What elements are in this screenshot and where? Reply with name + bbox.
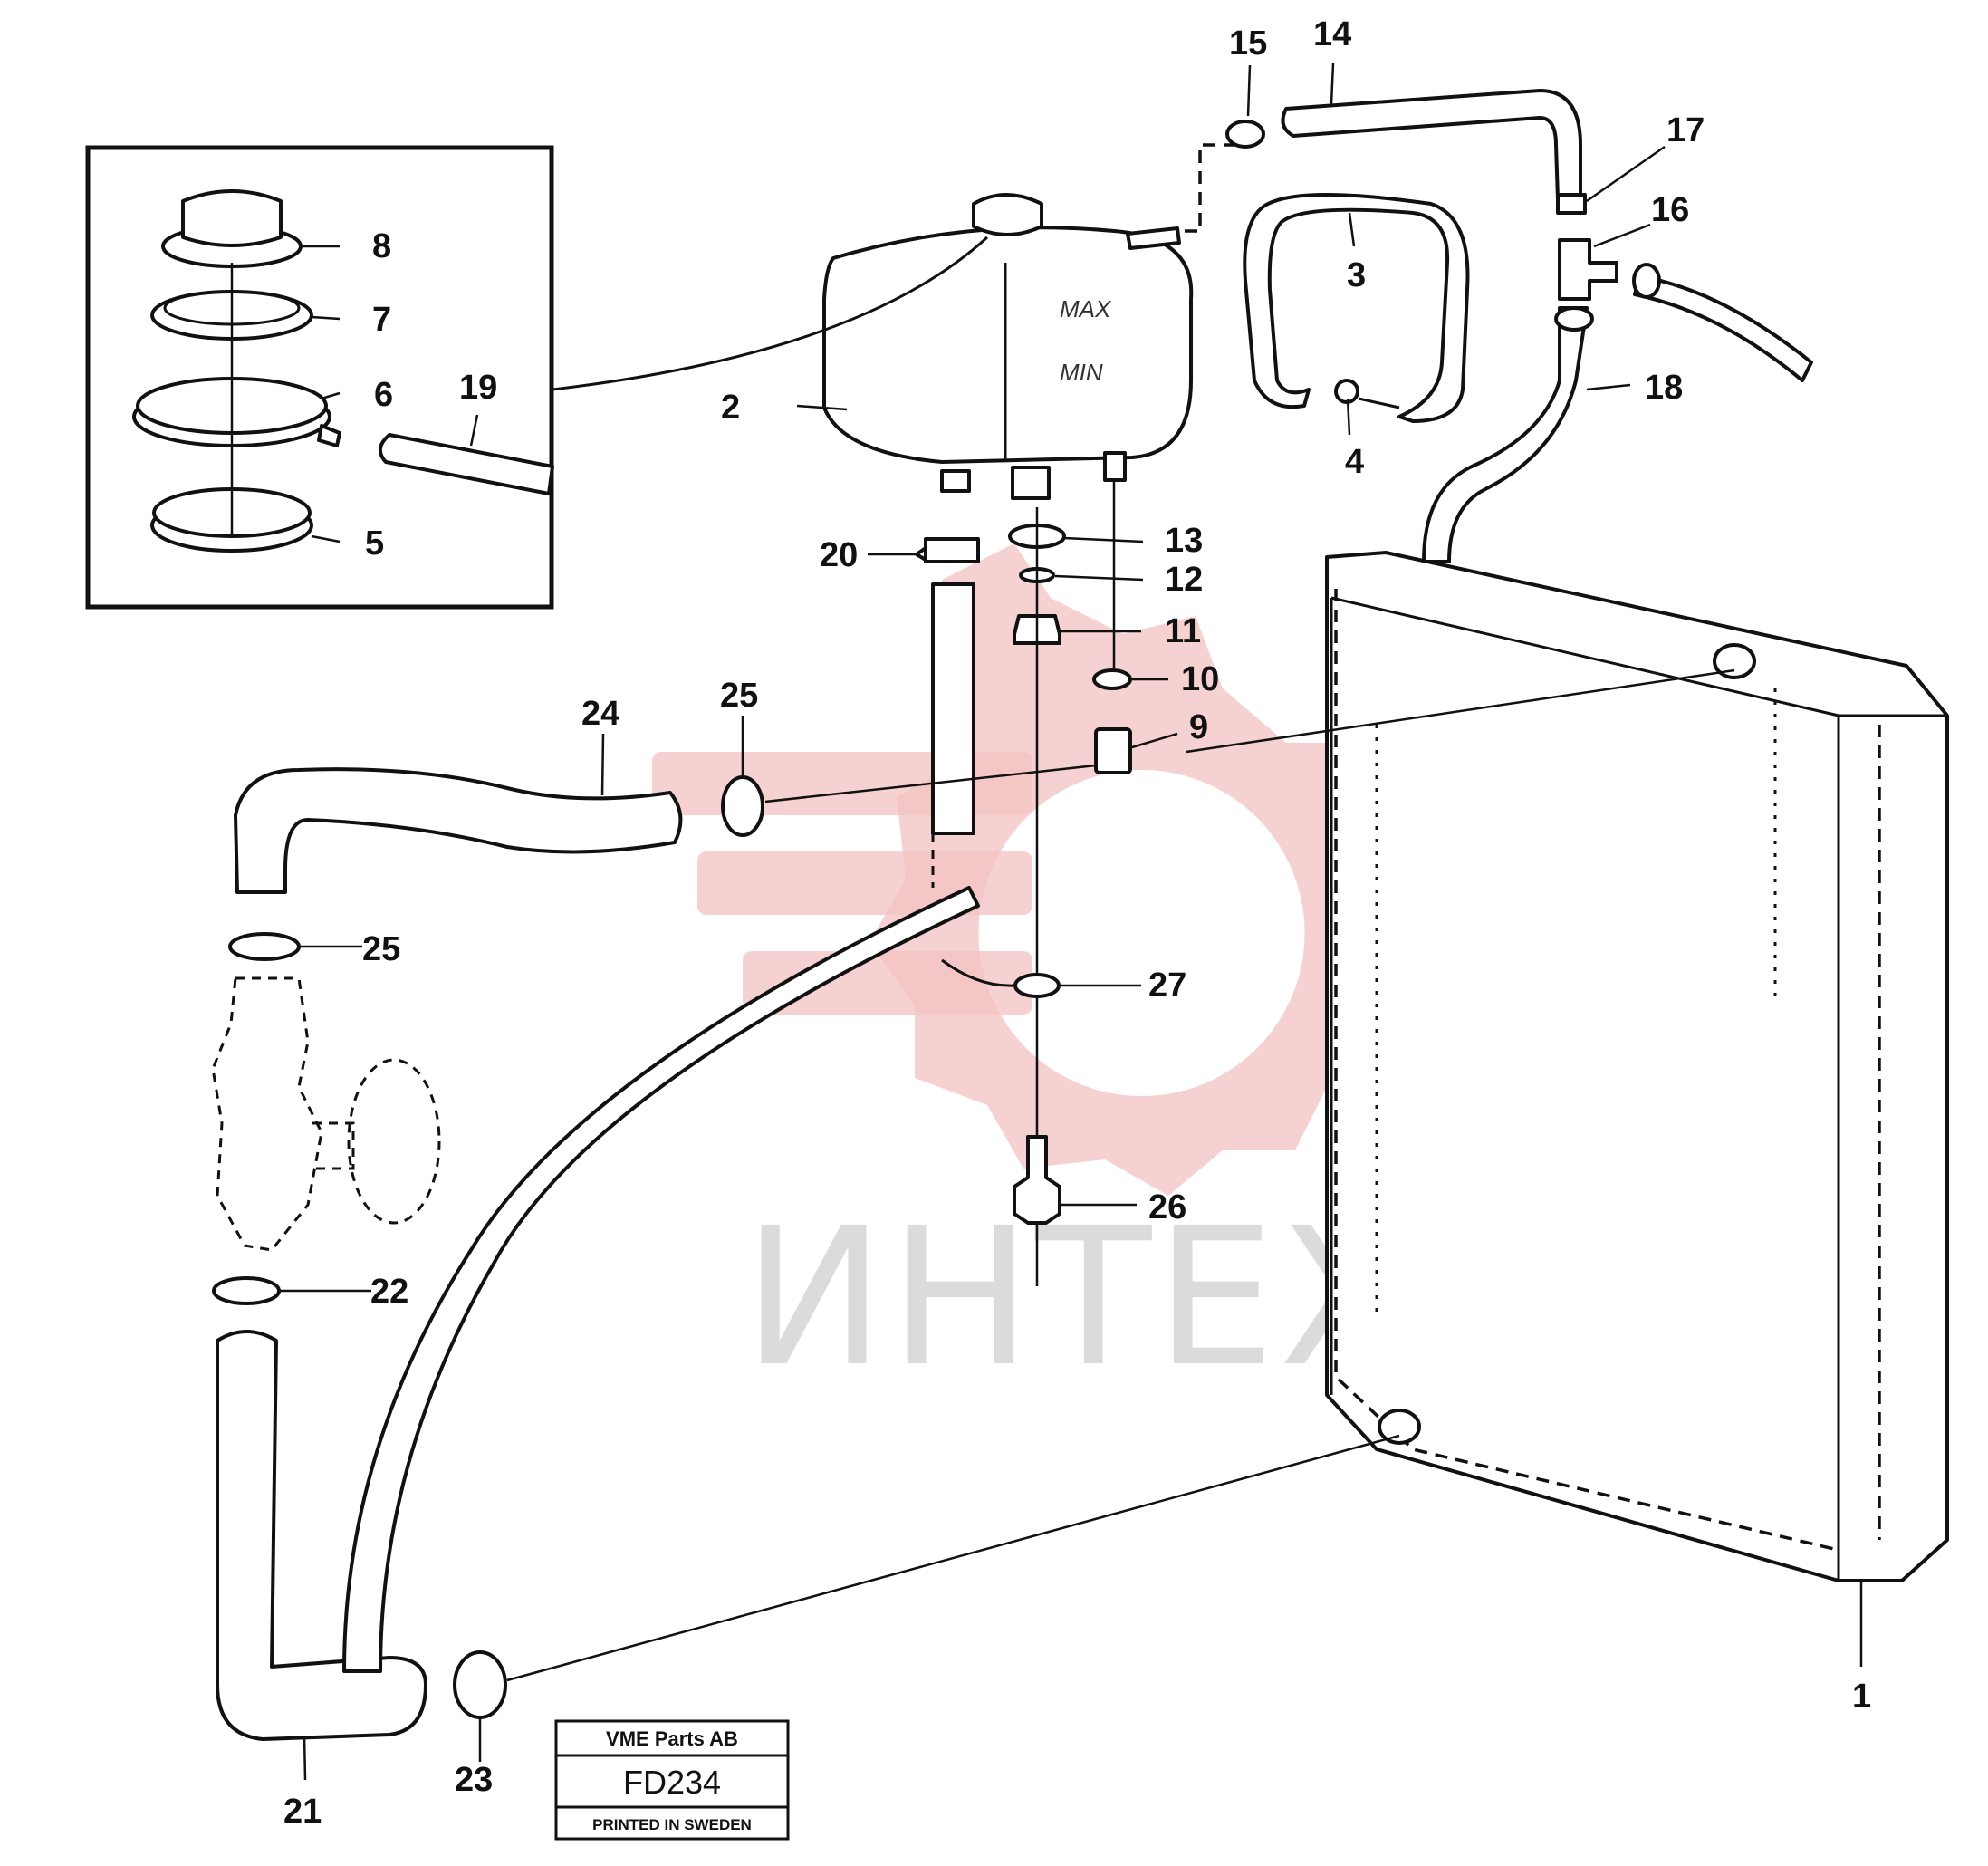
callout-16: 16 [1651, 191, 1689, 229]
tank-strap [1243, 193, 1470, 423]
hose-21 [216, 1330, 427, 1741]
expansion-tank: MAX MIN [822, 193, 1194, 500]
terminal-27 [1013, 973, 1061, 998]
callout-10: 10 [1181, 660, 1219, 698]
cap-parts [132, 189, 341, 553]
clamp-25-lower [228, 932, 301, 961]
callout-14: 14 [1313, 15, 1351, 53]
t-piece-16 [1558, 238, 1618, 301]
title-block-footer: PRINTED IN SWEDEN [592, 1816, 752, 1833]
callout-25-upper: 25 [720, 677, 758, 715]
callout-5: 5 [365, 524, 384, 563]
callout-15: 15 [1229, 24, 1267, 63]
watermark-text: ИНТЕХ [743, 1187, 1413, 1409]
callout-19: 19 [459, 369, 497, 407]
title-block-company: VME Parts AB [606, 1727, 738, 1750]
hose-18 [1422, 306, 1589, 563]
callout-labels: 1 2 3 4 5 6 7 8 9 10 11 12 13 14 15 16 1… [283, 15, 1871, 1831]
inset-link-line [552, 236, 989, 391]
callout-23: 23 [455, 1761, 493, 1799]
hose-to-t-piece [1633, 274, 1813, 382]
callout-1: 1 [1852, 1678, 1871, 1716]
callout-9: 9 [1189, 708, 1208, 746]
title-block: VME Parts AB FD234 PRINTED IN SWEDEN [554, 1719, 790, 1841]
water-pump [211, 976, 441, 1252]
callout-17: 17 [1666, 111, 1705, 149]
hose-19 [379, 433, 554, 495]
callout-leaders [279, 63, 1863, 1781]
callout-27: 27 [1148, 967, 1186, 1005]
inset-box [85, 145, 554, 610]
bypass-hose [342, 886, 980, 1673]
callout-24: 24 [581, 695, 619, 733]
tank-max-mark: MAX [1060, 295, 1112, 322]
callout-22: 22 [370, 1273, 408, 1311]
callout-11: 11 [1165, 612, 1201, 650]
clamp-15 [1225, 120, 1265, 149]
callout-3: 3 [1347, 256, 1366, 294]
clamp-10 [1092, 668, 1132, 690]
clamp-25-upper [721, 775, 764, 837]
clamp-22 [212, 1276, 281, 1305]
callout-25-lower: 25 [362, 930, 400, 968]
sensor-26 [1013, 1135, 1061, 1225]
clamp-18 [1554, 306, 1594, 332]
callout-21: 21 [283, 1793, 322, 1831]
callout-13: 13 [1165, 522, 1203, 560]
clamp-t-piece [1632, 263, 1661, 299]
callout-6: 6 [374, 376, 393, 414]
title-block-code: FD234 [623, 1764, 721, 1801]
vent-line [1177, 143, 1236, 233]
clamp-20 [915, 537, 980, 563]
hose-14 [1281, 89, 1582, 201]
sleeve-9 [1094, 727, 1132, 774]
radiator [1325, 551, 1949, 1582]
clamp-17 [1556, 193, 1587, 215]
callout-20: 20 [820, 536, 858, 574]
clamp-23 [453, 1650, 507, 1719]
callout-4: 4 [1345, 443, 1364, 481]
callout-18: 18 [1645, 369, 1683, 407]
callout-7: 7 [372, 301, 391, 339]
tank-min-mark: MIN [1060, 359, 1103, 386]
callout-12: 12 [1165, 561, 1203, 599]
hose-24 [234, 767, 683, 894]
callout-2: 2 [721, 389, 740, 427]
callout-8: 8 [372, 227, 391, 265]
hose-20 [931, 582, 975, 835]
callout-26: 26 [1148, 1188, 1186, 1226]
